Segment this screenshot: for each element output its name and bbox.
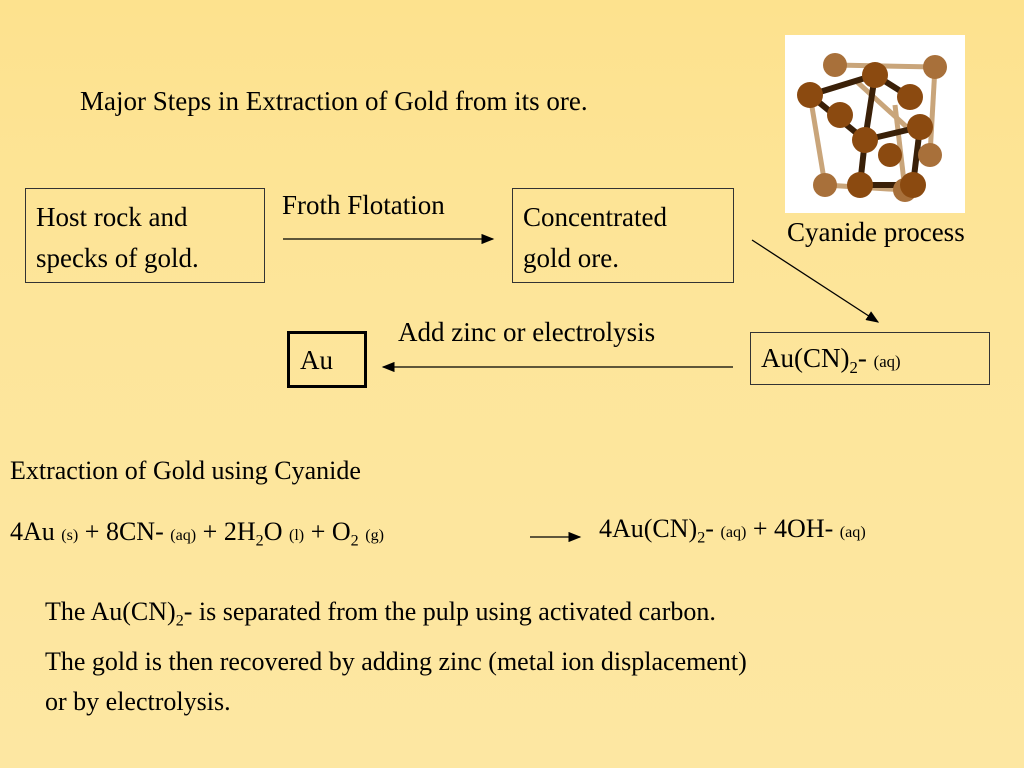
eq-state-complex: (aq) [720,524,747,541]
eq-term-water-o: O [263,517,283,546]
paragraph-line1-b: - is separated from the pulp using activ… [183,597,716,626]
explanation-paragraph: The Au(CN)2- is separated from the pulp … [45,592,1005,722]
slide-title: Major Steps in Extraction of Gold from i… [80,86,588,116]
eq-charge-complex: - [705,514,714,543]
eq-state-au: (s) [61,527,79,544]
equation-products: 4Au(CN)2- (aq) + 4OH- (aq) [599,514,866,548]
paragraph-line1: The Au(CN)2- is separated from the pulp … [45,592,1005,642]
eq-term-hydroxide: + 4OH- [752,514,834,543]
gold-symbol: Au [300,345,333,375]
gold-product-box: Au [287,331,367,388]
cyanide-process-label: Cyanide process [787,217,965,247]
complex-state: (aq) [873,352,901,371]
add-zinc-label: Add zinc or electrolysis [398,317,656,347]
host-rock-box: Host rock and specks of gold. [25,188,265,283]
gold-crystal-lattice-image [785,35,965,213]
complex-formula: Au(CN) [761,343,850,373]
paragraph-line1-a: The Au(CN) [45,597,176,626]
eq-sub-complex: 2 [697,529,706,547]
eq-sub-water: 2 [255,532,264,550]
eq-term-au: 4Au [10,517,55,546]
gold-cyanide-complex-box: Au(CN)2- (aq) [750,332,990,385]
eq-term-complex: 4Au(CN) [599,514,698,543]
eq-term-oxygen: + O [310,517,351,546]
concentrated-ore-box: Concentrated gold ore. [512,188,734,283]
concentrated-ore-line1: Concentrated [523,202,667,232]
crystal-lattice-svg [797,53,947,202]
eq-sub-oxygen: 2 [350,532,359,550]
equation-reactants: 4Au (s) + 8CN- (aq) + 2H2O (l) + O2 (g) [10,517,384,551]
eq-state-hydroxide: (aq) [839,524,866,541]
host-rock-line2: specks of gold. [36,243,199,273]
section-heading: Extraction of Gold using Cyanide [10,456,361,485]
concentrated-ore-line2: gold ore. [523,243,619,273]
complex-subscript: 2 [849,357,858,377]
cyanide-arrow [751,239,880,323]
host-rock-line1: Host rock and [36,202,188,232]
eq-state-cn: (aq) [170,527,197,544]
paragraph-line1-sub: 2 [175,612,184,630]
eq-term-cn: + 8CN- [84,517,164,546]
eq-term-water: + 2H [202,517,256,546]
froth-flotation-label: Froth Flotation [282,190,445,220]
eq-state-water: (l) [288,527,305,544]
complex-charge: - [857,343,867,373]
paragraph-line3: or by electrolysis. [45,686,231,716]
paragraph-line2: The gold is then recovered by adding zin… [45,646,747,676]
eq-state-oxygen: (g) [365,527,384,544]
